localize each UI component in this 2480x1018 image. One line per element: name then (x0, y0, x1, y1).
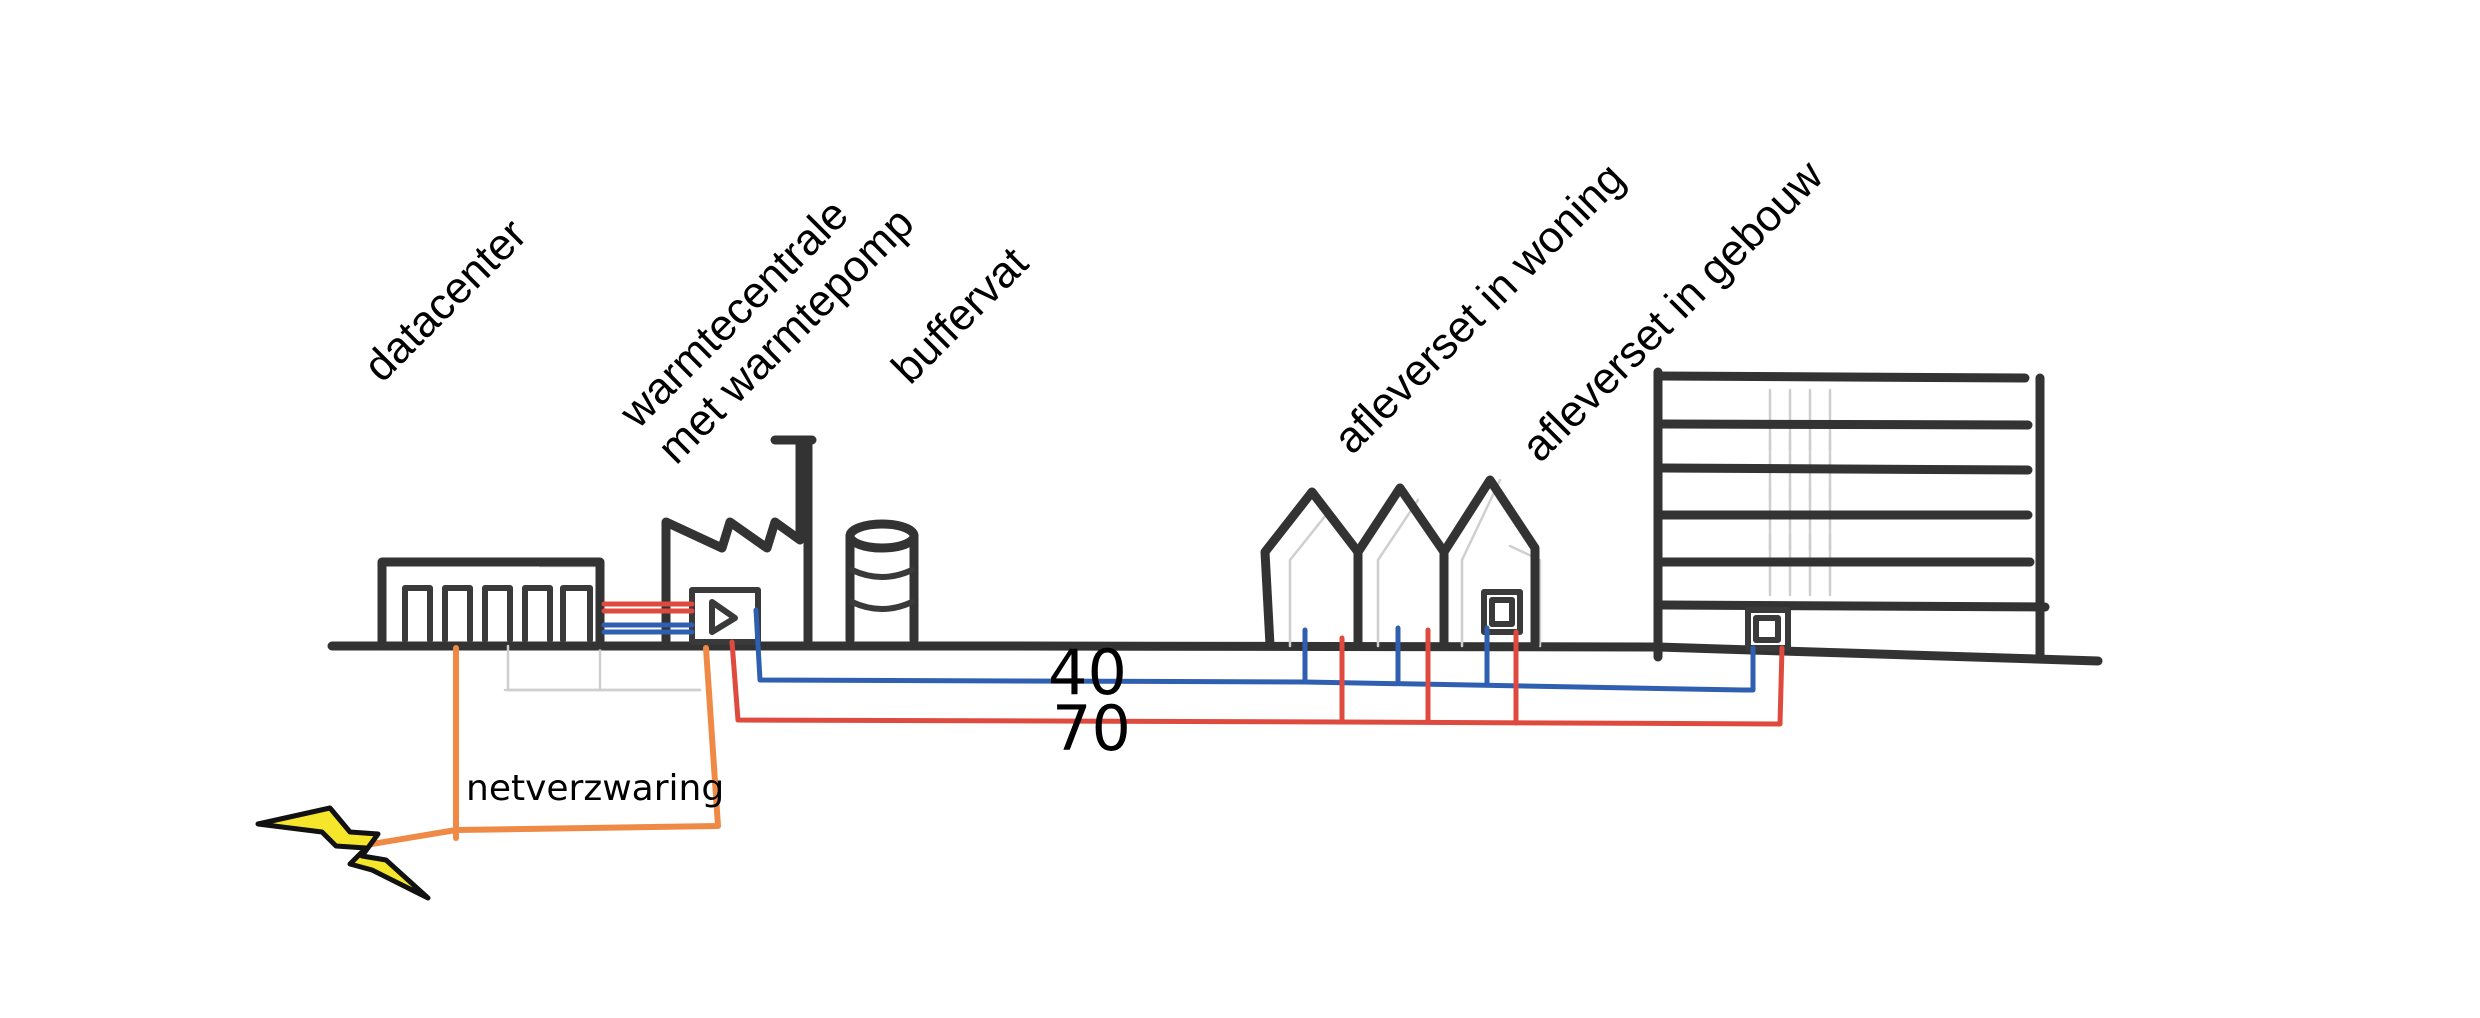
label-datacenter: datacenter (354, 209, 536, 391)
lightning-bolt-icon (255, 805, 431, 901)
datacenter-building (377, 557, 702, 692)
return-pipe (601, 607, 1756, 693)
warmtecentrale-building (661, 435, 817, 650)
buffervat-tank (845, 519, 919, 645)
apartment-building (1653, 367, 2050, 662)
label-netverzwaring: netverzwaring (466, 768, 724, 809)
label-buffervat: buffervat (882, 238, 1037, 393)
heat-pump-icon (689, 587, 761, 645)
label-return-temperature: 40 (1048, 636, 1127, 709)
label-supply-temperature: 70 (1052, 692, 1131, 765)
faint-connection (506, 644, 702, 692)
supply-pipe (601, 601, 1785, 727)
power-cable (357, 645, 721, 849)
houses (1260, 475, 1542, 650)
ground-line (327, 641, 2103, 666)
